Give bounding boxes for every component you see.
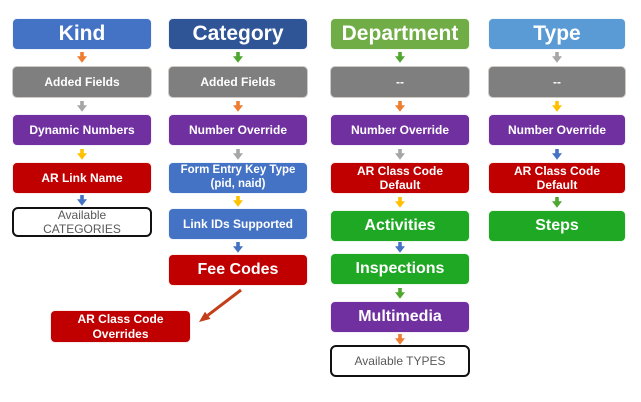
node-inspections: Inspections bbox=[330, 253, 470, 285]
node-department-header: Department bbox=[330, 18, 470, 50]
down-arrow-icon bbox=[552, 197, 562, 208]
node-fee-codes: Fee Codes bbox=[168, 254, 308, 286]
node-number-override-type: Number Override bbox=[488, 114, 626, 146]
node-activities: Activities bbox=[330, 210, 470, 242]
down-arrow-icon bbox=[77, 149, 87, 160]
node-category-header: Category bbox=[168, 18, 308, 50]
node-ar-link-name: AR Link Name bbox=[12, 162, 152, 194]
node-multimedia: Multimedia bbox=[330, 301, 470, 333]
down-arrow-icon bbox=[395, 52, 405, 63]
node-available-types: Available TYPES bbox=[330, 345, 470, 377]
down-arrow-icon bbox=[77, 101, 87, 112]
down-arrow-icon bbox=[233, 101, 243, 112]
node-number-override-category: Number Override bbox=[168, 114, 308, 146]
node-link-ids-supported: Link IDs Supported bbox=[168, 208, 308, 240]
node-dynamic-numbers: Dynamic Numbers bbox=[12, 114, 152, 146]
node-steps: Steps bbox=[488, 210, 626, 242]
down-arrow-icon bbox=[77, 195, 87, 206]
node-type-header: Type bbox=[488, 18, 626, 50]
node-form-entry-key-type: Form Entry Key Type (pid, naid) bbox=[168, 162, 308, 194]
node-added-fields-kind: Added Fields bbox=[12, 66, 152, 98]
down-arrow-icon bbox=[233, 196, 243, 207]
node-number-override-department: Number Override bbox=[330, 114, 470, 146]
down-arrow-icon bbox=[552, 52, 562, 63]
node-ar-class-code-default-type: AR Class Code Default bbox=[488, 162, 626, 194]
down-arrow-icon bbox=[395, 197, 405, 208]
down-arrow-icon bbox=[233, 242, 243, 253]
node-department-blank: -- bbox=[330, 66, 470, 98]
down-arrow-icon bbox=[395, 149, 405, 160]
node-available-categories: Available CATEGORIES bbox=[12, 207, 152, 237]
down-arrow-icon bbox=[395, 288, 405, 299]
down-arrow-icon bbox=[233, 149, 243, 160]
down-arrow-icon bbox=[233, 52, 243, 63]
down-arrow-icon bbox=[395, 334, 405, 345]
down-arrow-icon bbox=[395, 242, 405, 253]
node-added-fields-category: Added Fields bbox=[168, 66, 308, 98]
down-arrow-icon bbox=[552, 149, 562, 160]
node-type-blank: -- bbox=[488, 66, 626, 98]
node-ar-class-code-default-department: AR Class Code Default bbox=[330, 162, 470, 194]
down-arrow-icon bbox=[552, 101, 562, 112]
down-arrow-icon bbox=[77, 52, 87, 63]
node-kind-header: Kind bbox=[12, 18, 152, 50]
down-arrow-icon bbox=[395, 101, 405, 112]
node-ar-class-code-overrides: AR Class Code Overrides bbox=[50, 310, 191, 343]
